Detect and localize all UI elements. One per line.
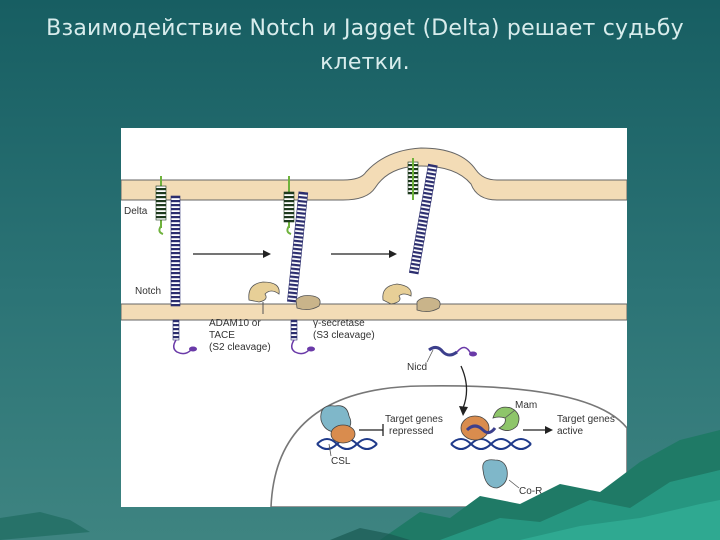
label-adam10: ADAM10 or: [209, 318, 261, 329]
label-mam: Mam: [515, 400, 537, 411]
label-tace: TACE: [209, 330, 235, 341]
notch-extracellular-tilted: [287, 191, 309, 303]
notch-signaling-diagram: Delta Notch ADAM10 or TACE (S2 cleavage)…: [121, 128, 627, 507]
notch-extracellular-endocytosed: [408, 163, 438, 275]
nicd-fragment: [428, 345, 477, 357]
label-target-active-1: Target genes: [557, 414, 615, 425]
panel-1: [155, 176, 197, 355]
label-target-repressed-1: Target genes: [385, 414, 443, 425]
label-target-active-2: active: [557, 426, 584, 437]
slide-title: Взаимодействие Notch и Jagget (Delta) ре…: [46, 16, 684, 75]
lower-cell-membrane: [121, 303, 627, 321]
upper-cell-membrane: [121, 147, 627, 201]
adam10-enzyme: [248, 281, 280, 303]
mountain-decoration: [0, 430, 720, 540]
label-s2: (S2 cleavage): [209, 342, 271, 353]
panel-3: [382, 158, 441, 312]
nicd-to-nucleus-arrow: [460, 365, 468, 409]
label-cor: Co-R: [519, 486, 542, 497]
mam-coactivator: [492, 406, 520, 431]
notch-receptor: [170, 195, 181, 307]
delta-ligand: [155, 185, 167, 221]
label-nicd: Nicd: [407, 362, 427, 373]
label-s3: (S3 cleavage): [313, 330, 375, 341]
label-target-repressed-2: repressed: [389, 426, 433, 437]
corepressor-released: [482, 459, 508, 489]
csl-right: [460, 415, 490, 441]
label-gamma-secretase: γ-secretase: [313, 318, 365, 329]
label-csl: CSL: [331, 456, 351, 467]
gamma-secretase-enzyme: [295, 295, 321, 310]
csl-left: [330, 424, 356, 444]
label-notch: Notch: [135, 286, 161, 297]
dna-right: [450, 438, 532, 450]
nucleus: [270, 385, 627, 507]
label-delta: Delta: [124, 206, 148, 217]
panel-2: [248, 176, 321, 355]
